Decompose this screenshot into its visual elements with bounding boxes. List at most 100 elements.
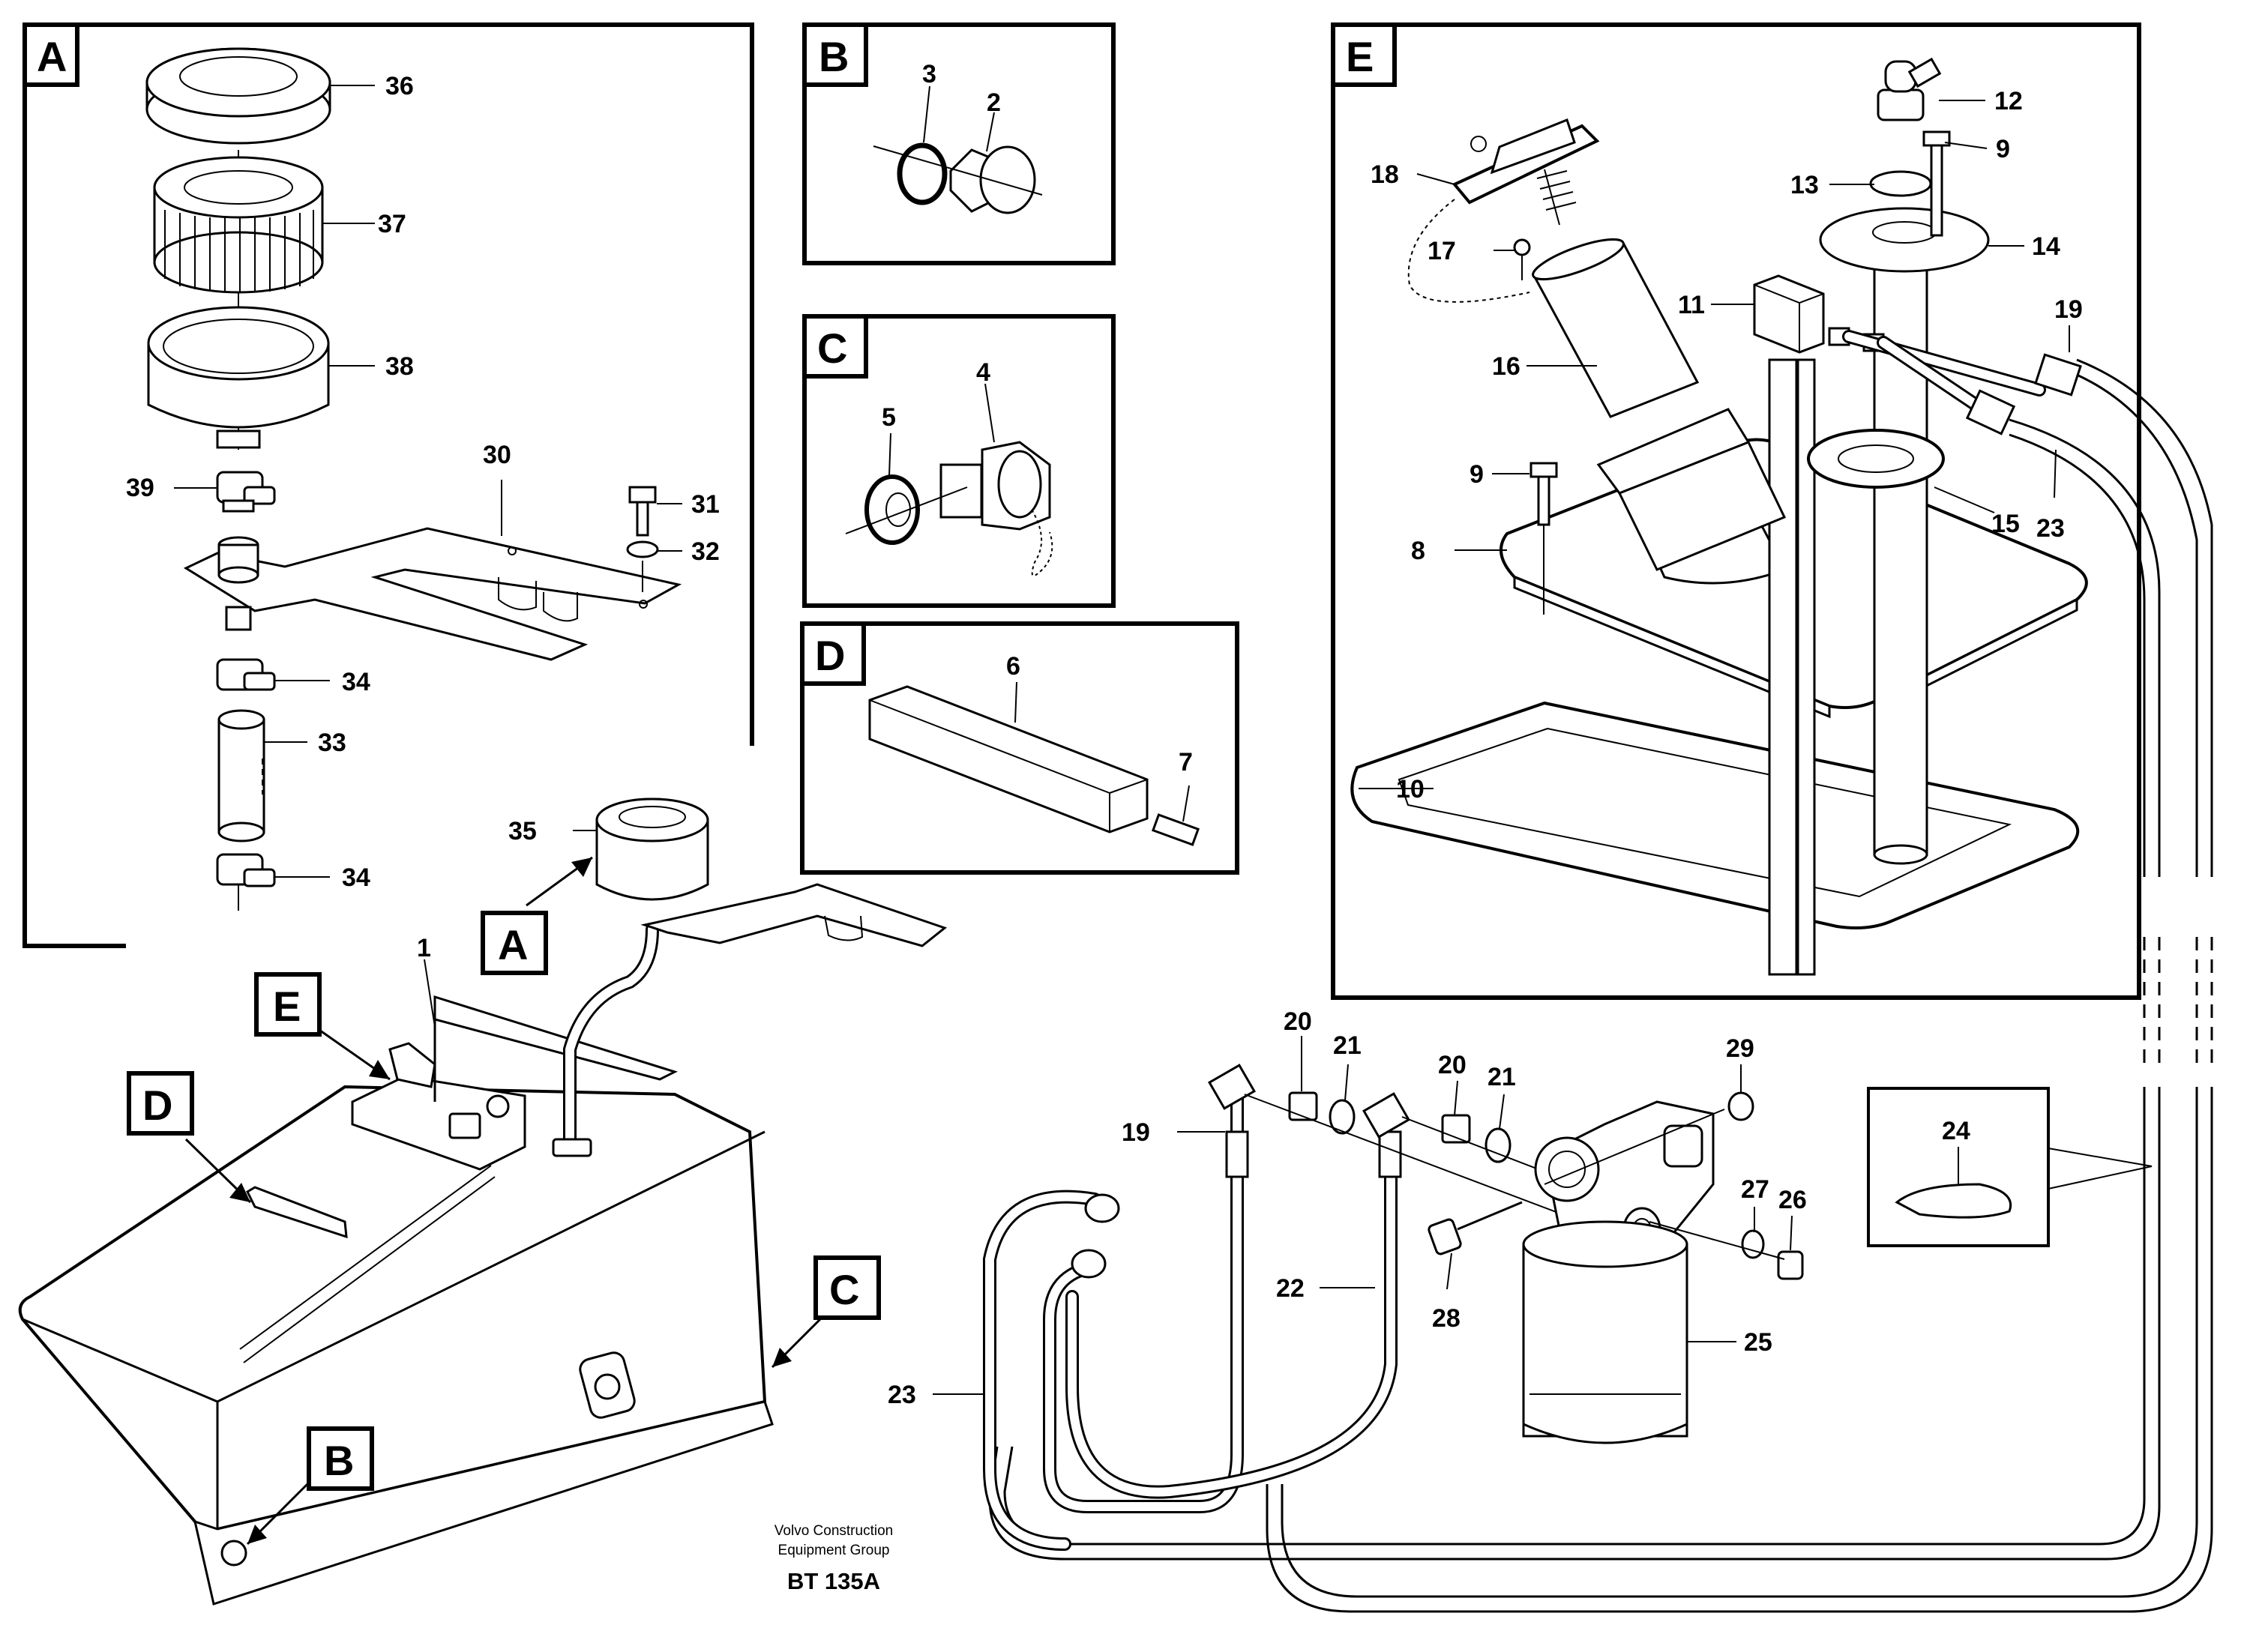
label-13: 13 (1790, 171, 1819, 199)
label-23a: 23 (2036, 514, 2065, 543)
sender-tube (1768, 358, 1798, 976)
washer-5 (864, 474, 920, 545)
inset-a-letter: A (37, 33, 67, 80)
washer-27 (1741, 1229, 1765, 1259)
clip-6 (868, 685, 1149, 833)
label-27: 27 (1741, 1175, 1769, 1204)
inset-b-label-box (802, 22, 868, 87)
ring-15 (1807, 429, 1945, 489)
inset-e-label-box (1331, 22, 1397, 87)
inset-b: B 3 2 (802, 22, 1116, 265)
label-9b: 9 (1470, 460, 1484, 489)
label-22: 22 (1276, 1274, 1305, 1303)
label-18: 18 (1371, 160, 1399, 189)
gasket-10 (1350, 701, 2080, 929)
label-21b: 21 (1488, 1063, 1516, 1091)
label-33: 33 (318, 729, 346, 757)
label-17: 17 (1428, 237, 1456, 265)
callout-d: D (142, 1082, 172, 1129)
label-21a: 21 (1333, 1031, 1362, 1060)
hose-continuation (988, 937, 2213, 1613)
callout-b: B (324, 1437, 354, 1484)
callout-box-a (481, 911, 548, 975)
label-3: 3 (922, 60, 936, 88)
tank-body (18, 1085, 767, 1533)
bracket-30 (183, 527, 682, 661)
label-26: 26 (1778, 1186, 1807, 1214)
hose-33 (217, 718, 265, 833)
callout-box-d (127, 1071, 194, 1136)
washer-32 (626, 540, 659, 558)
label-34a: 34 (342, 668, 370, 696)
label-28: 28 (1432, 1304, 1461, 1333)
callout-c: C (829, 1266, 859, 1313)
washer-29 (1727, 1091, 1754, 1121)
label-11: 11 (1678, 291, 1705, 319)
vent-fitting-12 (1877, 88, 1925, 121)
label-32: 32 (691, 537, 720, 566)
label-6: 6 (1006, 652, 1020, 681)
label-30: 30 (483, 441, 511, 469)
label-12: 12 (1994, 87, 2023, 115)
sender-unit-11 (1753, 274, 1825, 354)
inset-e: E (1331, 22, 2213, 1000)
label-5: 5 (882, 403, 896, 432)
label-9a: 9 (1996, 135, 2010, 163)
callout-e: E (273, 983, 301, 1030)
label-16: 16 (1492, 352, 1520, 381)
label-38: 38 (385, 352, 414, 381)
label-36: 36 (385, 72, 414, 100)
label-34b: 34 (342, 863, 370, 892)
label-4: 4 (976, 358, 990, 387)
callout-box-e (254, 972, 322, 1037)
callout-box-c (813, 1255, 881, 1320)
drain-plug (220, 1540, 247, 1567)
drawing-code: BT 135A (787, 1568, 880, 1594)
label-39: 39 (126, 474, 154, 502)
inset-c: C 5 4 (802, 314, 1116, 608)
label-20b: 20 (1438, 1051, 1467, 1079)
inset-c-letter: C (817, 325, 847, 372)
cable-tie-24 (1895, 1183, 2012, 1219)
inset-a-label-box (22, 22, 79, 87)
bracket-on-tank (640, 883, 948, 947)
inset-a: A (22, 22, 754, 948)
fuel-filter-assembly: 20 21 20 21 29 19 22 28 27 26 25 23 (888, 1007, 1807, 1551)
inset-d-letter: D (815, 632, 845, 679)
label-37: 37 (378, 210, 406, 238)
label-14: 14 (2032, 232, 2060, 261)
label-8: 8 (1411, 537, 1425, 565)
inset-e-letter: E (1346, 33, 1374, 80)
label-15: 15 (1991, 510, 2020, 538)
inset-d-label-box (800, 621, 866, 686)
bolt-28 (1428, 1218, 1462, 1255)
label-35: 35 (508, 817, 537, 845)
credit-line2: Equipment Group (778, 1543, 890, 1558)
label-7: 7 (1179, 748, 1193, 777)
flange-ring-14 (1819, 207, 1990, 273)
label-19b: 19 (1122, 1118, 1150, 1147)
inset-b-letter: B (819, 33, 849, 80)
callout-box-b (307, 1426, 374, 1491)
label-1: 1 (417, 934, 431, 962)
label-24: 24 (1942, 1117, 1970, 1145)
label-10: 10 (1396, 775, 1425, 804)
cable-tie-detail: 24 (1867, 1087, 2153, 1247)
label-20a: 20 (1284, 1007, 1312, 1036)
washer-21-right (1485, 1127, 1512, 1163)
plug-26 (1777, 1250, 1804, 1280)
inset-c-label-box (802, 314, 868, 379)
label-23b: 23 (888, 1381, 916, 1409)
label-2: 2 (987, 88, 1001, 117)
label-19a: 19 (2054, 295, 2083, 324)
label-29: 29 (1726, 1034, 1754, 1063)
label-25: 25 (1744, 1328, 1772, 1357)
credit-line1: Volvo Construction (774, 1523, 893, 1539)
credit-block: Volvo Construction Equipment Group BT 13… (774, 1523, 893, 1594)
inset-d: D 6 7 (800, 621, 1239, 875)
pin-7 (1152, 813, 1200, 846)
bolt-31 (628, 486, 657, 504)
fitting-4 (939, 463, 983, 519)
callout-a: A (498, 921, 528, 968)
